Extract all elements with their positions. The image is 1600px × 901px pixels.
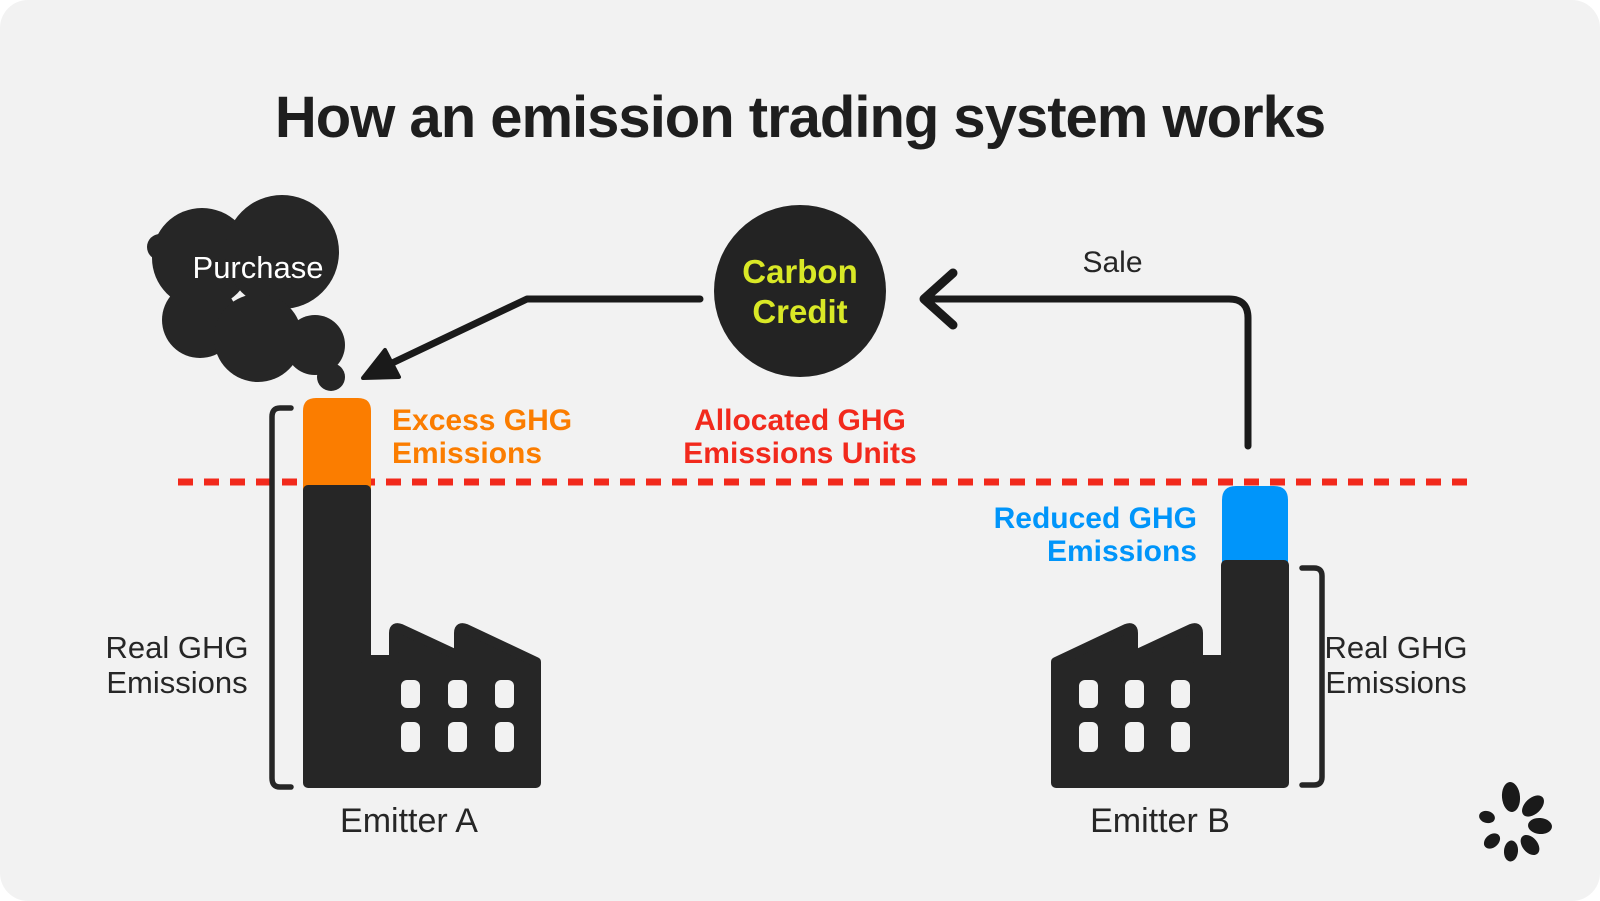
real-ghg-label-left: Real GHG Emissions — [77, 630, 277, 700]
emitter-a-label: Emitter A — [340, 802, 478, 840]
sale-arrow-icon — [919, 268, 1252, 450]
sale-label: Sale — [1082, 246, 1143, 279]
real-ghg-left-line2: Emissions — [106, 665, 248, 700]
page-title: How an emission trading system works — [274, 85, 1326, 150]
emitter-b-factory-icon — [1051, 560, 1289, 788]
real-ghg-right-line1: Real GHG — [1324, 630, 1468, 665]
reduced-ghg-line2: Emissions — [1046, 535, 1197, 568]
excess-chimney-segment — [303, 398, 371, 490]
carbon-credit-badge — [714, 205, 886, 377]
excess-ghg-line2: Emissions — [392, 437, 543, 470]
reduced-ghg-line1: Reduced GHG — [993, 502, 1197, 535]
reduced-ghg-label: Reduced GHG Emissions — [897, 502, 1197, 568]
real-ghg-left-line1: Real GHG — [105, 630, 249, 665]
factory-windows — [401, 680, 514, 752]
factory-windows — [1079, 680, 1190, 752]
real-emissions-bracket-right — [1299, 565, 1325, 788]
real-ghg-right-line2: Emissions — [1325, 665, 1467, 700]
allocated-ghg-label: Allocated GHG Emissions Units — [655, 404, 945, 470]
real-ghg-label-right: Real GHG Emissions — [1296, 630, 1496, 700]
allocated-ghg-line1: Allocated GHG — [694, 404, 906, 437]
purchase-label: Purchase — [192, 250, 324, 285]
reduced-chimney-segment — [1222, 486, 1288, 568]
excess-ghg-line1: Excess GHG — [392, 404, 573, 437]
carbon-credit-label: Carbon Credit — [705, 252, 895, 332]
smoke-cloud-icon — [147, 195, 345, 391]
allocated-ghg-line2: Emissions Units — [683, 437, 917, 470]
flower-logo-icon — [1479, 782, 1552, 862]
excess-ghg-label: Excess GHG Emissions — [392, 404, 692, 470]
carbon-credit-line2: Credit — [752, 293, 848, 330]
emitter-a-factory-icon — [303, 485, 541, 788]
purchase-arrow-icon — [361, 295, 704, 380]
emitter-b-label: Emitter B — [1090, 802, 1230, 840]
real-emissions-bracket-left — [269, 405, 294, 790]
carbon-credit-line1: Carbon — [742, 253, 858, 290]
